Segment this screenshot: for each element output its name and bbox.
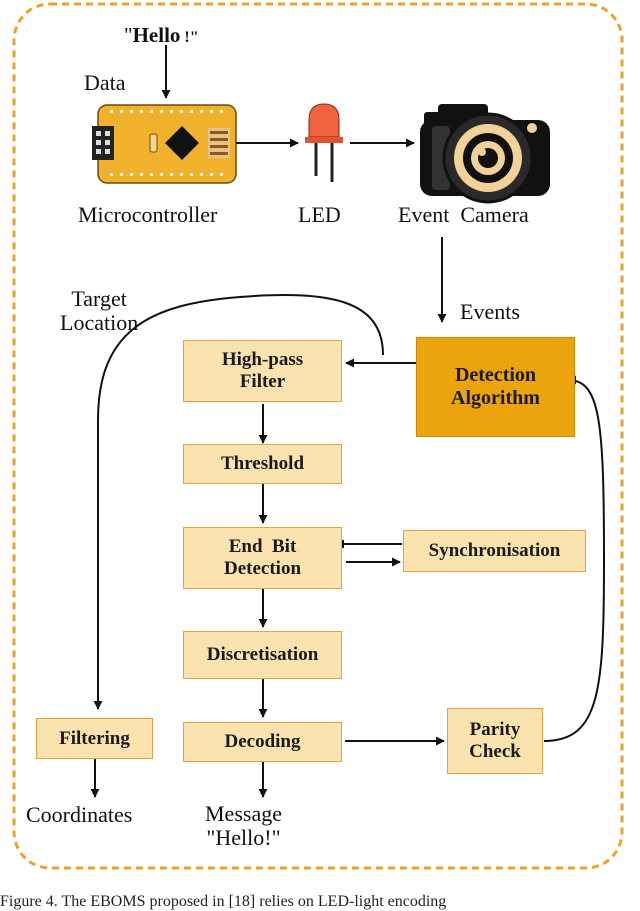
data-label: Data <box>84 70 126 95</box>
led-label: LED <box>298 202 341 227</box>
message-line1: Message <box>205 801 282 826</box>
end-bit-line2: Detection <box>223 558 302 579</box>
parity-check-line1: Parity <box>469 719 521 741</box>
parity-check-line2: Check <box>469 741 521 762</box>
synchronisation-box: Synchronisation <box>403 530 586 572</box>
events-label: Events <box>460 299 520 324</box>
decoding-label: Decoding <box>224 731 301 753</box>
microcontroller-icon <box>92 104 237 184</box>
led-icon <box>305 103 343 182</box>
detection-algorithm-line2: Algorithm <box>451 387 540 409</box>
quote-close: !" <box>180 29 199 46</box>
message-label: Message "Hello!" <box>205 801 282 851</box>
end-bit-detection-box: End Bit Detection <box>183 527 342 589</box>
microcontroller-label: Microcontroller <box>78 202 218 227</box>
hello-input-label: "Hello !" <box>124 25 199 46</box>
detection-algorithm-box: Detection Algorithm <box>416 337 575 437</box>
high-pass-filter-line1: High-pass <box>221 349 304 371</box>
end-bit-line1: End Bit <box>228 536 297 558</box>
high-pass-filter-box: High-pass Filter <box>183 340 342 402</box>
detection-algorithm-line1: Detection <box>454 364 537 386</box>
high-pass-filter-line2: Filter <box>239 371 286 392</box>
camera-icon <box>420 104 550 204</box>
hello-word: Hello <box>132 23 181 47</box>
filtering-label: Filtering <box>59 727 130 749</box>
threshold-label: Threshold <box>220 453 305 475</box>
synchronisation-label: Synchronisation <box>428 540 561 562</box>
discretisation-box: Discretisation <box>183 631 342 679</box>
connectors <box>90 45 606 798</box>
quote-open: " <box>124 23 133 47</box>
message-line2: "Hello!" <box>206 825 281 851</box>
target-location-line2: Location <box>60 310 139 336</box>
target-location-label: Target Location <box>60 286 139 336</box>
parity-check-box: Parity Check <box>447 708 543 774</box>
decoding-box: Decoding <box>183 722 342 762</box>
discretisation-label: Discretisation <box>206 644 319 666</box>
event-camera-label: Event Camera <box>398 202 529 227</box>
threshold-box: Threshold <box>183 444 342 484</box>
target-location-line1: Target <box>71 286 127 311</box>
coordinates-label: Coordinates <box>26 802 133 827</box>
figure-caption: Figure 4. The EBOMS proposed in [18] rel… <box>0 893 447 910</box>
dashed-frame <box>12 2 624 870</box>
filtering-box: Filtering <box>36 718 153 759</box>
